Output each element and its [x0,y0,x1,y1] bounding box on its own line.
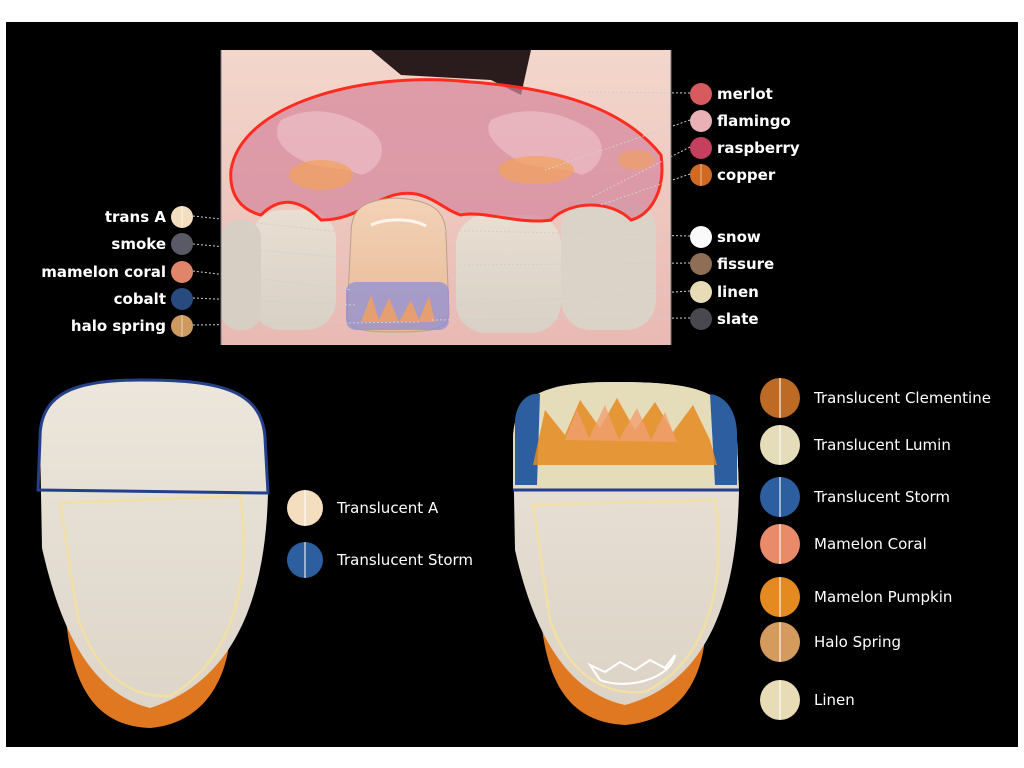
left-legend-translucent-a: Translucent A [287,490,438,526]
shade-swatch-icon [171,315,193,337]
shade-swatch-icon [690,281,712,303]
legend-label: Linen [814,691,855,709]
right-tooth-storm-left [515,393,540,485]
legend-label: Halo Spring [814,633,901,651]
left-legend-translucent-storm: Translucent Storm [287,542,473,578]
callout-merlot: merlot [690,83,773,105]
shade-swatch-icon [760,477,800,517]
crown-incisal-band [346,282,449,330]
clinical-photo-illustration [221,50,671,345]
left-tooth-storm-outline [36,378,270,495]
callout-label: trans A [104,208,166,226]
callout-label: copper [717,166,776,184]
legend-label: Mamelon Pumpkin [814,588,953,606]
callout-label: halo spring [70,317,166,335]
left-tooth-illustration [36,378,270,728]
right-legend-halo-spring: Halo Spring [760,622,901,662]
left-lateral-tooth [251,210,336,330]
shade-swatch-icon [690,308,712,330]
left-tooth-body [40,380,268,708]
callout-label: mamelon coral [41,263,166,281]
right-legend-linen: Linen [760,680,855,720]
callout-linen: linen [690,281,759,303]
callout-fissure: fissure [690,253,774,275]
callout-copper: copper [690,164,775,186]
legend-label: Translucent Storm [337,551,474,569]
callout-flamingo: flamingo [690,110,791,132]
callout-label: raspberry [717,139,800,157]
callout-halo-spring: halo spring [71,315,193,337]
crown-highlight [370,218,427,228]
callout-cobalt: cobalt [114,288,193,310]
right-tooth-halo-line [587,654,676,685]
right-legend-translucent-lumin: Translucent Lumin [760,425,951,465]
callout-label: smoke [111,235,166,253]
right-legend-translucent-storm: Translucent Storm [760,477,950,517]
shade-swatch-icon [171,261,193,283]
shade-swatch-icon [690,164,712,186]
callout-mamelon-coral: mamelon coral [41,261,193,283]
shade-swatch-icon [760,622,800,662]
callout-slate: slate [690,308,759,330]
left-canine-tooth [221,220,261,330]
shade-swatch-icon [171,206,193,228]
crown-mamelon-detail [361,295,435,322]
shade-swatch-icon [760,524,800,564]
gum-copper-far-right [618,150,654,170]
gum-copper-right [498,156,574,184]
shade-swatch-icon [690,110,712,132]
legend-label: Translucent Storm [814,488,951,506]
left-tooth-trans-a-outline [58,494,245,698]
right-tooth-illustration [513,382,739,725]
callout-label: fissure [717,255,775,273]
right-legend-mamelon-pumpkin: Mamelon Pumpkin [760,577,952,617]
right-legend-translucent-clementine: Translucent Clementine [760,378,991,418]
gum-copper-left [289,160,353,190]
right-lateral-tooth [561,200,656,330]
right-tooth-coral-mamelons [565,405,677,442]
callout-snow: snow [690,226,761,248]
legend-label: Translucent Lumin [814,436,951,454]
callout-trans-a: trans A [105,206,193,228]
shade-swatch-icon [171,233,193,255]
shade-swatch-icon [690,83,712,105]
right-tooth-storm-right [710,394,737,485]
shade-swatch-icon [760,425,800,465]
legend-label: Translucent Clementine [814,389,991,407]
legend-label: Mamelon Coral [814,535,927,553]
right-tooth-linen-outline [531,498,720,694]
shade-swatch-icon [760,680,800,720]
callout-label: linen [717,283,759,301]
shade-swatch-icon [760,577,800,617]
shade-swatch-icon [690,253,712,275]
shade-swatch-icon [287,490,323,526]
right-legend-mamelon-coral: Mamelon Coral [760,524,927,564]
right-central-tooth [456,215,561,333]
callout-label: flamingo [717,112,791,130]
legend-label: Translucent A [337,499,439,517]
callout-label: cobalt [113,290,166,308]
shade-swatch-icon [690,226,712,248]
shade-swatch-icon [171,288,193,310]
shade-swatch-icon [690,137,712,159]
callout-label: merlot [717,85,773,103]
shade-swatch-icon [760,378,800,418]
callout-label: snow [717,228,761,246]
upper-lip-shadow [371,50,531,95]
callout-label: slate [717,310,759,328]
callout-smoke: smoke [111,233,193,255]
callout-raspberry: raspberry [690,137,800,159]
shade-swatch-icon [287,542,323,578]
